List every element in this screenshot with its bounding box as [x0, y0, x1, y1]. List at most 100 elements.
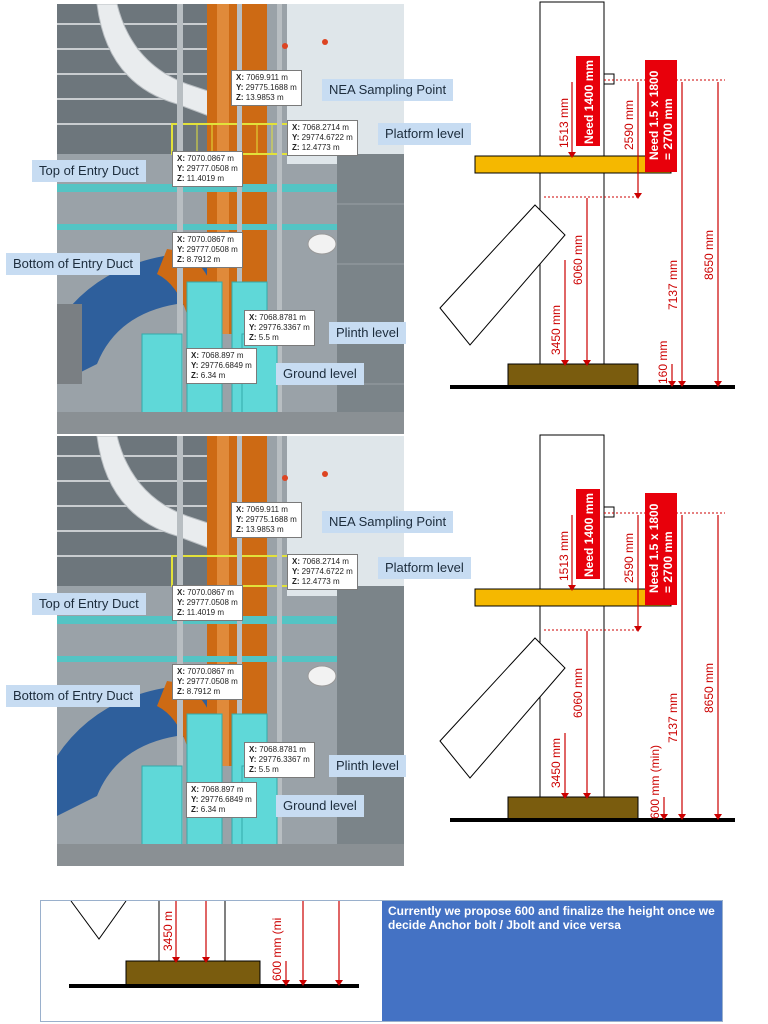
coord-x: 7069.911 m	[246, 73, 288, 82]
elevation-svg-top: Need 1400 mm Need 1.5 x 1800 = 2700 mm 1…	[439, 1, 735, 389]
ground-line	[450, 385, 735, 389]
need-2700-text-2: = 2700 mm	[661, 531, 675, 593]
need-2700-text-1: Need 1.5 x 1800	[647, 503, 661, 593]
crop-dim-3450: 3450 m	[161, 911, 175, 951]
coord-y: 29775.1688 m	[245, 83, 297, 92]
need-1400-badge	[576, 489, 600, 579]
duct-crop	[70, 901, 127, 940]
coord-z: 8.7912 m	[186, 255, 221, 264]
coord-x: 7068.8781 m	[259, 313, 306, 322]
coord-x: 7068.2714 m	[302, 557, 349, 566]
coord-y: 29777.0508 m	[186, 598, 238, 607]
coord-z: 6.34 m	[200, 371, 226, 380]
need-2700-badge	[645, 493, 677, 605]
dim-6060: 6060 mm	[571, 668, 585, 718]
coord-box-plinth: X: 7068.8781 m Y: 29776.3367 m Z: 5.5 m	[244, 310, 315, 346]
bottom-of-entry-duct-label: Bottom of Entry Duct	[6, 253, 140, 275]
platform	[474, 155, 672, 174]
coord-box-top-duct: X: 7070.0867 m Y: 29777.0508 m Z: 11.401…	[172, 151, 243, 187]
coord-box-nea: X: 7069.911 m Y: 29775.1688 m Z: 13.9853…	[231, 502, 302, 538]
coord-y: 29776.3367 m	[258, 323, 310, 332]
dim-2590: 2590 mm	[622, 533, 636, 583]
plinth-level-label: Plinth level	[329, 755, 406, 777]
dim-3450: 3450 mm	[549, 305, 563, 355]
coord-box-platform: X: 7068.2714 m Y: 29774.6722 m Z: 12.477…	[287, 554, 358, 590]
coord-z: 6.34 m	[200, 805, 226, 814]
crop-dim-600: 600 mm (mi	[270, 918, 284, 981]
coord-z: 13.9853 m	[245, 93, 284, 102]
need-2700-text-1: Need 1.5 x 1800	[647, 70, 661, 160]
coord-box-nea: X: 7069.911 m Y: 29775.1688 m Z: 13.9853…	[231, 70, 302, 106]
coord-z: 5.5 m	[258, 765, 279, 774]
coord-box-bottom-duct: X: 7070.0867 m Y: 29777.0508 m Z: 8.7912…	[172, 664, 243, 700]
coord-y: 29775.1688 m	[245, 515, 297, 524]
plinth-level-label: Plinth level	[329, 322, 406, 344]
entry-duct	[439, 637, 566, 779]
ground-level-label: Ground level	[276, 795, 364, 817]
plinth-detail-crop: 3450 m 600 mm (mi	[69, 901, 359, 988]
coord-x: 7069.911 m	[246, 505, 288, 514]
coord-box-ground: X: 7068.897 m Y: 29776.6849 m Z: 6.34 m	[186, 348, 257, 384]
sampling-port	[603, 73, 615, 85]
coord-y: 29777.0508 m	[186, 164, 238, 173]
coord-box-bottom-duct: X: 7070.0867 m Y: 29777.0508 m Z: 8.7912…	[172, 232, 243, 268]
dim-plinth: 600 mm (min)	[648, 745, 662, 819]
nea-sampling-point-label: NEA Sampling Point	[322, 511, 454, 533]
plinth	[507, 363, 639, 387]
coord-box-ground: X: 7068.897 m Y: 29776.6849 m Z: 6.34 m	[186, 782, 257, 818]
coord-box-plinth: X: 7068.8781 m Y: 29776.3367 m Z: 5.5 m	[244, 742, 315, 778]
coord-z: 11.4019 m	[186, 174, 225, 183]
stack-elevation-diagram-bottom: Need 1400 mm Need 1.5 x 1800 = 2700 mm 1…	[439, 433, 750, 833]
ground-line	[450, 818, 735, 822]
coord-x: 7070.0867 m	[187, 588, 234, 597]
coord-z: 12.4773 m	[301, 577, 340, 586]
coord-y: 29776.6849 m	[200, 795, 252, 804]
coord-y: 29776.6849 m	[200, 361, 252, 370]
coord-y: 29776.3367 m	[258, 755, 310, 764]
coord-y: 29777.0508 m	[186, 245, 238, 254]
dim-1513: 1513 mm	[557, 98, 571, 148]
coord-box-platform: X: 7068.2714 m Y: 29774.6722 m Z: 12.477…	[287, 120, 358, 156]
dim-3450: 3450 mm	[549, 738, 563, 788]
dim-7137: 7137 mm	[666, 693, 680, 743]
coord-y: 29777.0508 m	[186, 677, 238, 686]
dim-plinth: 160 mm	[656, 341, 670, 384]
need-2700-badge	[645, 60, 677, 172]
platform-level-label: Platform level	[378, 123, 471, 145]
coord-z: 11.4019 m	[186, 608, 225, 617]
need-1400-text: Need 1400 mm	[582, 60, 596, 144]
note-text: Currently we propose 600 and finalize th…	[382, 901, 722, 1021]
dim-2590: 2590 mm	[622, 100, 636, 150]
dim-7137: 7137 mm	[666, 260, 680, 310]
coord-z: 8.7912 m	[186, 687, 221, 696]
dim-1513: 1513 mm	[557, 531, 571, 581]
dim-8650: 8650 mm	[702, 663, 716, 713]
ground-level-label: Ground level	[276, 363, 364, 385]
entry-duct	[439, 204, 566, 346]
plinth	[507, 796, 639, 820]
dim-8650: 8650 mm	[702, 230, 716, 280]
dim-6060: 6060 mm	[571, 235, 585, 285]
note-table: 3450 m 600 mm (mi Currently we propose 6…	[40, 900, 723, 1022]
coord-x: 7070.0867 m	[187, 235, 234, 244]
plinth-crop	[125, 960, 261, 986]
coord-x: 7068.897 m	[201, 785, 244, 794]
need-2700-text-2: = 2700 mm	[661, 98, 675, 160]
top-of-entry-duct-label: Top of Entry Duct	[32, 593, 146, 615]
coord-x: 7070.0867 m	[187, 667, 234, 676]
stack-elevation-diagram-top: Need 1400 mm Need 1.5 x 1800 = 2700 mm 1…	[439, 0, 750, 400]
coord-y: 29774.6722 m	[301, 567, 353, 576]
coord-box-top-duct: X: 7070.0867 m Y: 29777.0508 m Z: 11.401…	[172, 585, 243, 621]
coord-y: 29774.6722 m	[301, 133, 353, 142]
top-of-entry-duct-label: Top of Entry Duct	[32, 160, 146, 182]
coord-z: 13.9853 m	[245, 525, 284, 534]
need-1400-text: Need 1400 mm	[582, 493, 596, 577]
nea-sampling-point-label: NEA Sampling Point	[322, 79, 454, 101]
platform-level-label: Platform level	[378, 557, 471, 579]
need-1400-badge	[576, 56, 600, 146]
sampling-port	[603, 506, 615, 518]
coord-x: 7068.2714 m	[302, 123, 349, 132]
coord-z: 12.4773 m	[301, 143, 340, 152]
elevation-svg-bottom: Need 1400 mm Need 1.5 x 1800 = 2700 mm 1…	[439, 434, 735, 822]
platform	[474, 588, 672, 607]
